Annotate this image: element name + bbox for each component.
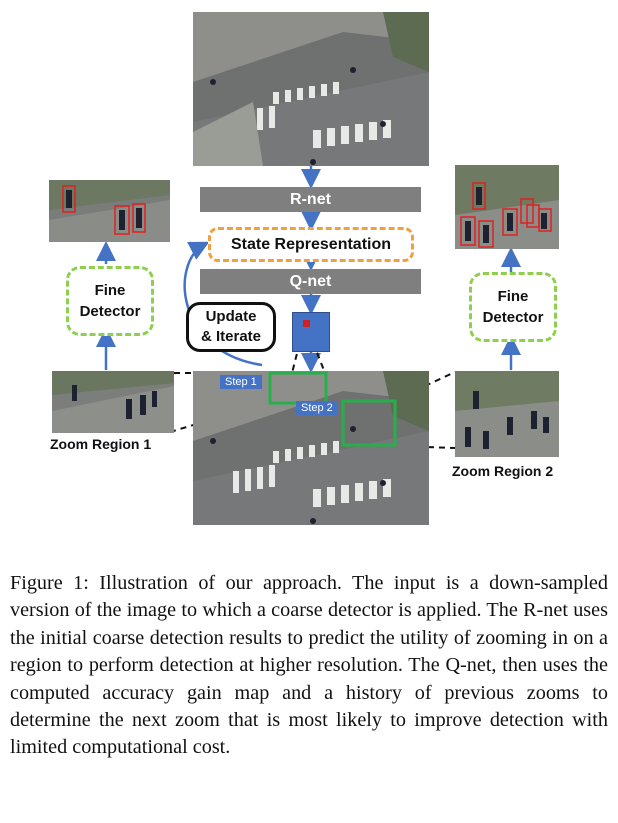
zoom-region-1-label: Zoom Region 1 (50, 436, 152, 452)
fine-result-left (49, 180, 170, 242)
fine-right-line1: Fine (497, 288, 529, 305)
caption-text: Figure 1: Illustration of our approach. … (10, 572, 608, 759)
fine-right-line2: Detector (482, 309, 544, 326)
figure-caption: Figure 1: Illustration of our approach. … (10, 570, 608, 762)
street-scene-top (193, 12, 429, 166)
input-image-bottom (193, 371, 429, 525)
zoom-region-2-image (455, 371, 559, 457)
step-1-tag: Step 1 (220, 375, 262, 389)
update-line1: Update (205, 308, 257, 325)
step-2-tag: Step 2 (296, 401, 338, 415)
arrow-iterate-loop (183, 241, 263, 367)
qnet-box: Q-net (200, 269, 421, 294)
zoom-region-1-image (52, 371, 174, 433)
selected-zoom-marker (303, 320, 310, 327)
state-representation-box: State Representation (208, 227, 414, 262)
flow-arrows (96, 166, 521, 373)
fine-left-line2: Detector (79, 303, 141, 320)
fine-left-line1: Fine (94, 282, 126, 299)
fine-result-right (455, 165, 559, 249)
accuracy-gain-map (292, 312, 330, 352)
input-image-top (193, 12, 429, 166)
step-2-region (341, 399, 397, 447)
update-iterate-box: Update & Iterate (186, 302, 276, 352)
update-line2: & Iterate (200, 328, 262, 345)
rnet-box: R-net (200, 187, 421, 212)
zoom-region-2-label: Zoom Region 2 (452, 463, 554, 479)
